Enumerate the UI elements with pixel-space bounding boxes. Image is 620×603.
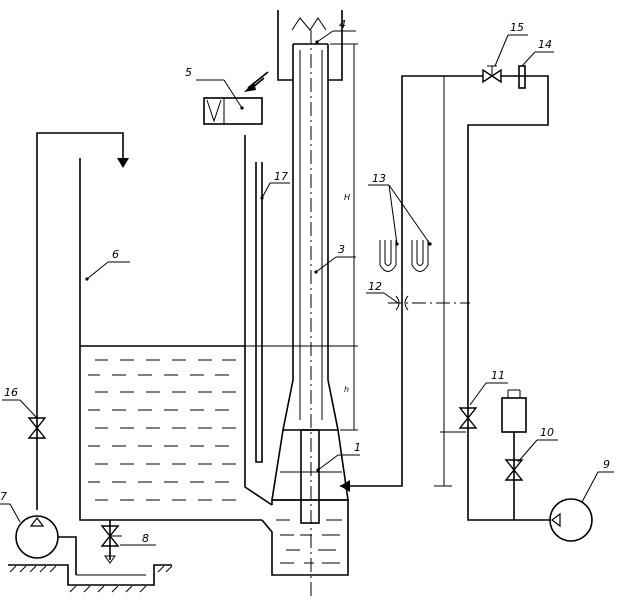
- valve-10-branch: [501, 389, 527, 520]
- blower-9: [549, 498, 593, 542]
- valve-11: [458, 407, 478, 429]
- air-supply-line: [340, 75, 550, 521]
- callout-10: 10: [540, 426, 554, 439]
- callout-11: 11: [491, 369, 505, 382]
- liquid-waves: [88, 359, 236, 501]
- callout-5: 5: [185, 66, 192, 79]
- dimension-H-label: H: [344, 193, 350, 202]
- bottom-cup: [261, 499, 349, 576]
- dimension-h: h: [340, 346, 358, 431]
- callout-15: 15: [510, 21, 524, 34]
- vessel-6: [79, 135, 355, 521]
- callout-9: 9: [603, 458, 610, 471]
- callout-17: 17: [274, 170, 288, 183]
- recirculation-line: [36, 132, 129, 510]
- callout-8: 8: [142, 532, 149, 545]
- dimension-H: H: [330, 43, 358, 347]
- callout-labels: 4 5 17 3 6 1 8 13 12 11 10 9 14 15 16 7: [0, 18, 610, 545]
- callout-3: 3: [338, 243, 345, 256]
- inner-tube-17: [255, 162, 263, 463]
- callout-12: 12: [368, 280, 382, 293]
- callout-6: 6: [112, 248, 119, 261]
- dimension-h-label: h: [344, 385, 349, 394]
- separator-5: [203, 97, 263, 125]
- callout-7: 7: [0, 490, 7, 503]
- leaders: [0, 30, 614, 546]
- flowmeter-14: [518, 65, 526, 89]
- dimension-air-line: [434, 75, 466, 487]
- discharge-arrow: [244, 71, 269, 92]
- nozzle-1: [271, 429, 349, 524]
- column-3: [282, 43, 339, 431]
- callout-16: 16: [4, 386, 18, 399]
- callout-1: 1: [354, 441, 361, 454]
- feed-hopper: [277, 10, 343, 81]
- valve-8: [100, 520, 122, 564]
- pump-7: [15, 515, 77, 575]
- manometers-13: [379, 240, 429, 272]
- drain-tank: [8, 564, 173, 593]
- callout-4: 4: [339, 18, 346, 31]
- valve-15: [482, 65, 502, 84]
- orifice-12: [388, 295, 470, 311]
- callout-13: 13: [372, 172, 386, 185]
- nozzle-insert: [300, 429, 320, 524]
- callout-14: 14: [538, 38, 552, 51]
- spray-mark: [291, 17, 327, 31]
